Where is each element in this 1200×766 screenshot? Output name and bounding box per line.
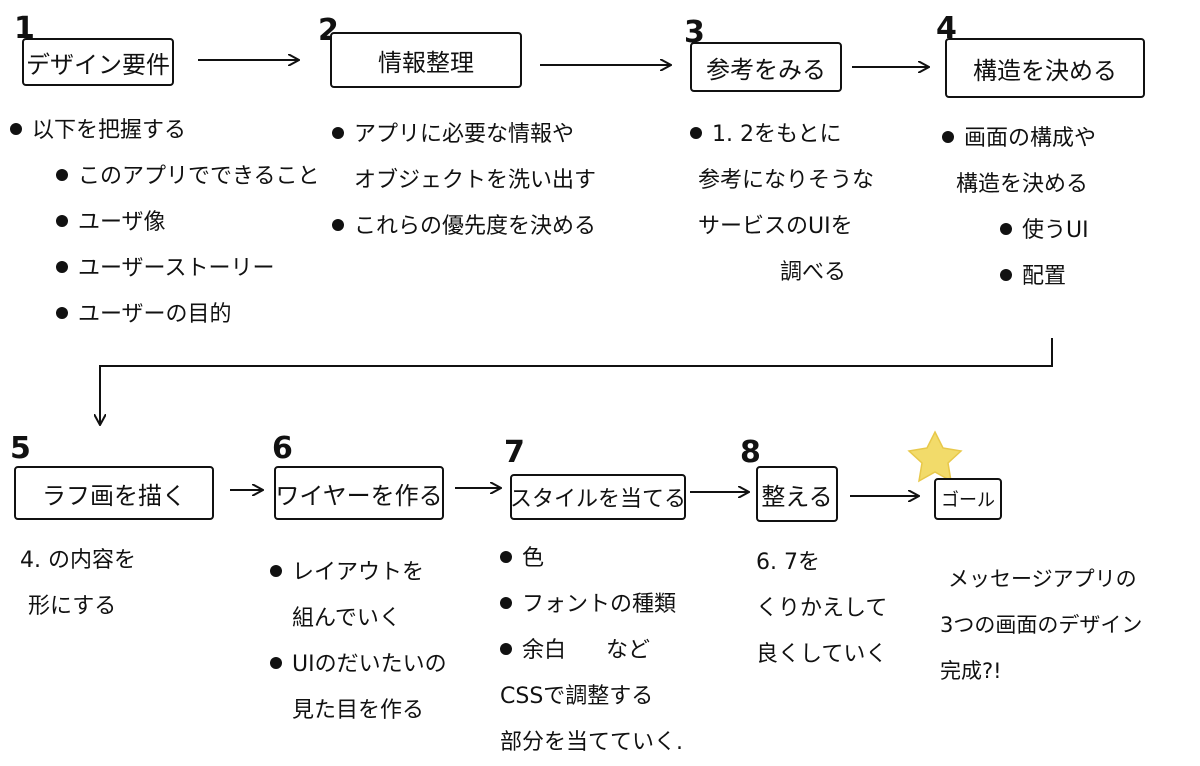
step-2-notes: アプリに必要な情報や オブジェクトを洗い出す これらの優先度を決める bbox=[332, 112, 596, 250]
step-6-note-line: 組んでいく bbox=[292, 606, 401, 631]
step-2-note-line: アプリに必要な情報や bbox=[354, 122, 575, 147]
step-box-6: ワイヤーを作る bbox=[274, 466, 444, 520]
step-4-notes: 画面の構成や 構造を決める 使うUI 配置 bbox=[942, 116, 1096, 300]
bullet-icon bbox=[942, 131, 954, 143]
step-1-notes: 以下を把握する このアプリでできること ユーザ像 ユーザーストーリー ユーザーの… bbox=[10, 108, 320, 338]
bullet-icon bbox=[1000, 269, 1012, 281]
step-3-note-line: サービスのUIを bbox=[698, 214, 853, 239]
step-number-4: 4 bbox=[936, 11, 957, 46]
step-7-note-extra: など bbox=[606, 638, 651, 663]
step-4-note-item: 配置 bbox=[1022, 264, 1067, 289]
bullet-icon bbox=[500, 597, 512, 609]
step-2-note-line: これらの優先度を決める bbox=[354, 214, 597, 239]
goal-notes: メッセージアプリの 3つの画面のデザイン 完成?! bbox=[940, 556, 1142, 694]
bullet-icon bbox=[690, 127, 702, 139]
step-5-note-line: 形にする bbox=[28, 594, 117, 619]
step-box-7: スタイルを当てる bbox=[510, 474, 686, 520]
step-4-note-line: 構造を決める bbox=[956, 172, 1089, 197]
goal-note-line: メッセージアプリの bbox=[948, 567, 1137, 591]
step-5-notes: 4. の内容を 形にする bbox=[20, 538, 136, 630]
bullet-icon bbox=[332, 219, 344, 231]
step-7-notes: 色 フォントの種類 余白 など CSSで調整する 部分を当てていく. bbox=[500, 536, 683, 766]
step-6-notes: レイアウトを 組んでいく UIのだいたいの 見た目を作る bbox=[270, 550, 447, 734]
step-7-note-line: 部分を当てていく. bbox=[500, 730, 683, 755]
step-8-note-line: 良くしていく bbox=[756, 642, 888, 667]
step-3-note-line: 参考になりそうな bbox=[698, 168, 875, 193]
step-4-note-item: 使うUI bbox=[1022, 218, 1089, 243]
step-number-5: 5 bbox=[10, 431, 31, 466]
bullet-icon bbox=[332, 127, 344, 139]
step-1-note-item: ユーザーの目的 bbox=[78, 302, 232, 327]
step-box-3: 参考をみる bbox=[690, 42, 842, 92]
step-6-note-line: UIのだいたいの bbox=[292, 652, 447, 677]
step-7-note-item: フォントの種類 bbox=[522, 592, 677, 617]
step-8-note-line: 6. 7を bbox=[756, 550, 820, 575]
bullet-icon bbox=[56, 169, 68, 181]
step-number-1: 1 bbox=[14, 11, 35, 46]
step-box-2: 情報整理 bbox=[330, 32, 522, 88]
step-8-notes: 6. 7を くりかえして 良くしていく bbox=[756, 540, 887, 678]
step-number-7: 7 bbox=[504, 435, 525, 470]
step-6-note-line: 見た目を作る bbox=[292, 698, 425, 723]
step-8-note-line: くりかえして bbox=[756, 596, 888, 621]
bullet-icon bbox=[56, 215, 68, 227]
star-icon bbox=[907, 430, 963, 483]
bullet-icon bbox=[270, 657, 282, 669]
step-1-note-item: このアプリでできること bbox=[78, 164, 320, 189]
step-1-note-item: ユーザ像 bbox=[78, 210, 166, 235]
goal-box: ゴール bbox=[934, 478, 1002, 520]
step-3-note-line: 調べる bbox=[780, 260, 847, 285]
step-5-note-line: 4. の内容を bbox=[20, 548, 136, 573]
step-4-note-line: 画面の構成や bbox=[964, 126, 1097, 151]
bullet-icon bbox=[500, 551, 512, 563]
arrow-4-5 bbox=[100, 338, 1053, 424]
bullet-icon bbox=[500, 643, 512, 655]
step-box-1: デザイン要件 bbox=[22, 38, 174, 86]
step-box-4: 構造を決める bbox=[945, 38, 1145, 98]
bullet-icon bbox=[1000, 223, 1012, 235]
step-2-note-line: オブジェクトを洗い出す bbox=[354, 168, 597, 193]
step-3-note-line: 1. 2をもとに bbox=[712, 122, 842, 147]
step-3-notes: 1. 2をもとに 参考になりそうな サービスのUIを 調べる bbox=[690, 112, 874, 296]
step-box-5: ラフ画を描く bbox=[14, 466, 214, 520]
bullet-icon bbox=[56, 261, 68, 273]
step-1-note-main: 以下を把握する bbox=[32, 118, 187, 143]
bullet-icon bbox=[270, 565, 282, 577]
bullet-icon bbox=[10, 123, 22, 135]
step-7-note-item: 色 bbox=[522, 546, 545, 571]
step-number-8: 8 bbox=[740, 435, 761, 470]
step-6-note-line: レイアウトを bbox=[292, 560, 425, 585]
step-7-note-item: 余白 bbox=[522, 638, 567, 663]
step-7-note-line: CSSで調整する bbox=[500, 684, 654, 709]
bullet-icon bbox=[56, 307, 68, 319]
goal-note-line: 3つの画面のデザイン bbox=[940, 613, 1143, 637]
step-number-3: 3 bbox=[684, 15, 705, 50]
step-1-note-item: ユーザーストーリー bbox=[78, 256, 275, 281]
step-box-8: 整える bbox=[756, 466, 838, 522]
goal-note-line: 完成?! bbox=[940, 659, 1002, 683]
step-number-6: 6 bbox=[272, 431, 293, 466]
